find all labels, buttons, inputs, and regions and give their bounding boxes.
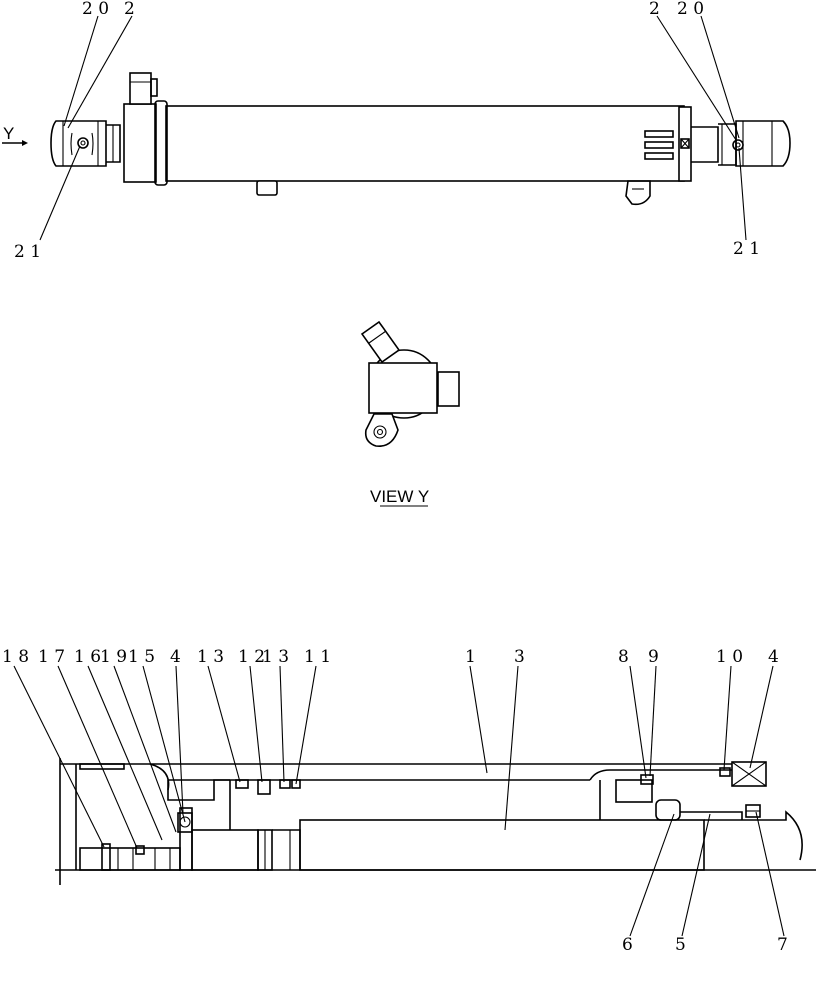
callout-3: 3 (514, 647, 525, 667)
callout-19: 1 9 (100, 647, 127, 667)
callout-10: 1 0 (716, 647, 743, 667)
callout-20-right: 2 0 (677, 0, 704, 19)
callout-18: 1 8 (2, 647, 29, 667)
callout-4-left: 4 (170, 647, 181, 667)
piston-nut (655, 799, 681, 821)
right-grease-fitting-icon (732, 139, 744, 151)
left-grease-fitting-icon (77, 137, 89, 149)
callout-12: 1 2 (238, 647, 265, 667)
left-clevis (50, 120, 107, 167)
end-view-caption: VIEW Y (370, 487, 429, 506)
piston-rod (299, 819, 705, 871)
cap-port (625, 180, 651, 206)
end-view (360, 320, 460, 447)
callout-17: 1 7 (38, 647, 65, 667)
callout-5: 5 (675, 935, 686, 955)
callout-4-right: 4 (768, 647, 779, 667)
callout-8: 8 (618, 647, 629, 667)
callout-2-left: 2 (124, 0, 135, 19)
callout-7: 7 (777, 935, 788, 955)
top-leaders (39, 15, 747, 241)
end-view-side-port (437, 371, 460, 407)
callout-6: 6 (622, 935, 633, 955)
section-leaders (13, 665, 785, 937)
callout-20-left: 2 0 (82, 0, 109, 19)
arrow-head-icon (22, 140, 28, 146)
head-port (129, 72, 152, 105)
callout-11: 1 1 (304, 647, 331, 667)
seal-8 (640, 774, 654, 785)
callout-15: 1 5 (128, 647, 155, 667)
callout-21-left: 2 1 (14, 242, 41, 262)
bottom-port (256, 180, 278, 196)
end-view-head-block (368, 362, 438, 414)
wiper-seal (177, 812, 193, 833)
cylinder-assembly (2, 72, 791, 206)
callout-21-right: 2 1 (733, 239, 760, 259)
callout-2-right: 2 (649, 0, 660, 19)
callout-1: 1 (465, 647, 476, 667)
end-view-upper-fitting (360, 320, 401, 364)
cylinder-tube (165, 105, 685, 182)
callout-16: 1 6 (74, 647, 101, 667)
view-arrow-label: Y (3, 124, 14, 143)
callout-9: 9 (648, 647, 659, 667)
section-view (55, 758, 816, 885)
callout-13-b: 1 3 (262, 647, 289, 667)
callout-13-a: 1 3 (197, 647, 224, 667)
cylinder-head (123, 103, 157, 183)
right-clevis (735, 120, 791, 167)
